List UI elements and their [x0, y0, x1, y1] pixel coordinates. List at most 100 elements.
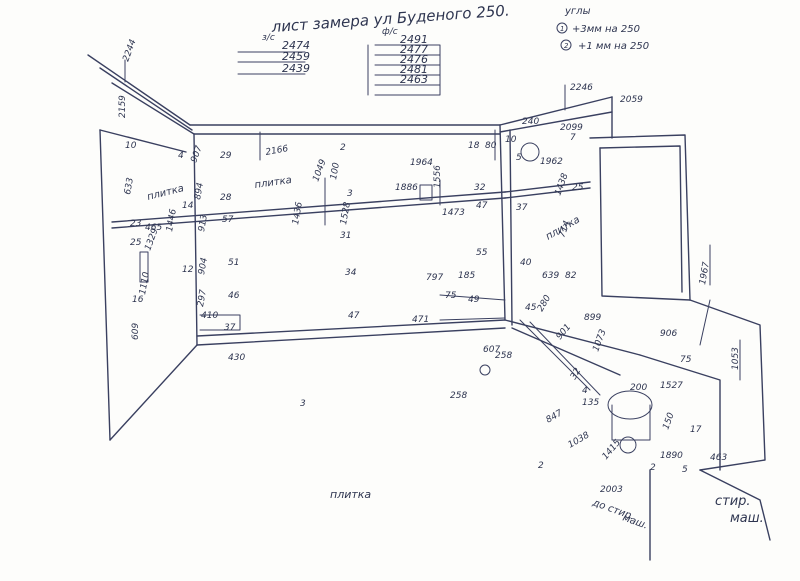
toilet-base	[611, 404, 651, 441]
dimension-label: 639	[542, 271, 559, 281]
dimension-label: 1053	[731, 347, 741, 370]
dimension-label: 258	[450, 391, 467, 401]
right-col-value: 2481	[400, 63, 428, 76]
dimension-label: 25	[130, 238, 142, 248]
dimension-label: 5	[516, 153, 522, 163]
dimension-label: 31	[340, 231, 351, 241]
dimension-label: 45	[525, 303, 537, 313]
dimension-label: 55	[476, 248, 488, 258]
dimension-label: 14	[182, 201, 194, 211]
dimension-label: 797	[426, 273, 443, 283]
washer-box	[699, 469, 771, 541]
dimension-label: 32	[474, 183, 486, 193]
ceiling-line-left-1	[87, 54, 191, 126]
dimension-label: 2003	[600, 485, 623, 495]
dimension-label: 2166	[265, 144, 290, 158]
dimension-label: 1049	[311, 158, 328, 183]
dimension-label: 607	[483, 345, 500, 355]
dimension-label: 240	[522, 117, 539, 127]
dimension-label: 1110	[138, 271, 152, 296]
counter-outline	[689, 299, 766, 471]
dimension-label: 2244	[121, 38, 138, 63]
to-washer-note-2: маш.	[621, 512, 649, 531]
dimension-label: 1473	[442, 208, 465, 218]
skirting-box	[199, 314, 241, 331]
room-outline	[87, 54, 771, 561]
right-col-value: 2463	[400, 73, 428, 86]
dim-arrow	[699, 299, 711, 346]
dimension-label: 1527	[660, 381, 683, 391]
dimension-label: 80	[485, 141, 497, 151]
corner-note-1-num: 1	[560, 25, 564, 33]
dimension-label: 2059	[620, 95, 643, 105]
corner-note-2-num: 2	[564, 42, 569, 50]
dimension-label: 75	[680, 355, 692, 365]
dimension-label: 37	[224, 323, 236, 333]
ceiling-line-right-1	[499, 96, 613, 126]
dimension-label: 280	[536, 293, 553, 313]
corner-left	[193, 133, 198, 346]
left-col-value: 2474	[282, 39, 310, 52]
dimension-label: 1073	[591, 328, 608, 353]
dimension-label: 2	[650, 463, 656, 473]
dimension-label: 4	[582, 386, 588, 396]
dimension-label: 1890	[660, 451, 683, 461]
corner-right	[499, 124, 506, 321]
wall-tile-back-note: плитка	[254, 175, 293, 191]
right-col-value: 2476	[400, 53, 428, 66]
dimension-label: 185	[458, 271, 475, 281]
dimension-label: 51	[228, 258, 239, 268]
dimension-label: 4	[178, 151, 184, 161]
ceiling-line-right-2	[499, 111, 613, 133]
dimension-label: 904	[197, 257, 210, 276]
dimension-label: 894	[193, 182, 206, 201]
dimension-label: 1436	[291, 201, 305, 226]
left-col-label: з/с	[262, 33, 275, 43]
dimension-label: 100	[329, 162, 342, 181]
dimension-label: 2	[538, 461, 544, 471]
floor-pipe-2	[439, 317, 506, 321]
dimension-label: 200	[630, 383, 647, 393]
dimension-label: 1886	[395, 183, 418, 193]
floor-pipe-4	[529, 321, 601, 396]
dimension-label: 1962	[540, 157, 563, 167]
floor-right-line	[504, 319, 641, 356]
dimension-label: 633	[123, 177, 136, 196]
dimension-label: 150	[661, 411, 676, 431]
left-col-value: 2439	[282, 62, 310, 75]
window-frame-inner	[599, 145, 683, 293]
dimension-label: 10	[125, 141, 137, 151]
left-wall-top	[99, 129, 187, 153]
dimension-label: 75	[445, 291, 457, 301]
dimension-label: 16	[132, 295, 144, 305]
dimension-label: 913	[197, 214, 210, 233]
left-wall-edge	[99, 129, 111, 441]
window-frame	[589, 134, 691, 301]
dimension-label: 899	[584, 313, 601, 323]
counter-front	[639, 354, 721, 471]
toilet-bowl	[607, 390, 653, 420]
dimension-label: 847	[545, 408, 565, 425]
dimension-label: 906	[660, 329, 677, 339]
left-niche	[139, 251, 149, 283]
dimension-arrows	[124, 59, 741, 381]
dimension-label: 1967	[698, 261, 712, 286]
washer-label-2: маш.	[730, 511, 764, 526]
dimension-label: 297	[196, 289, 209, 308]
floor-pipe-1	[439, 294, 506, 301]
right-col-value: 2491	[400, 33, 428, 46]
wall-box	[419, 184, 433, 201]
dimension-label: 430	[228, 353, 245, 363]
floor-pipe-3	[519, 319, 591, 391]
floor-right-line-2	[511, 327, 621, 376]
toilet-drain	[619, 436, 637, 454]
dimension-label: 34	[345, 268, 357, 278]
dimension-label: 901	[555, 322, 574, 342]
dimension-label: 32	[569, 366, 584, 381]
right-band-line-2	[504, 187, 591, 199]
ceiling-line-left-2	[99, 67, 193, 131]
dimension-label: 1415	[601, 438, 624, 462]
window-frame-bottom	[599, 147, 691, 301]
floor-drain	[479, 364, 491, 376]
